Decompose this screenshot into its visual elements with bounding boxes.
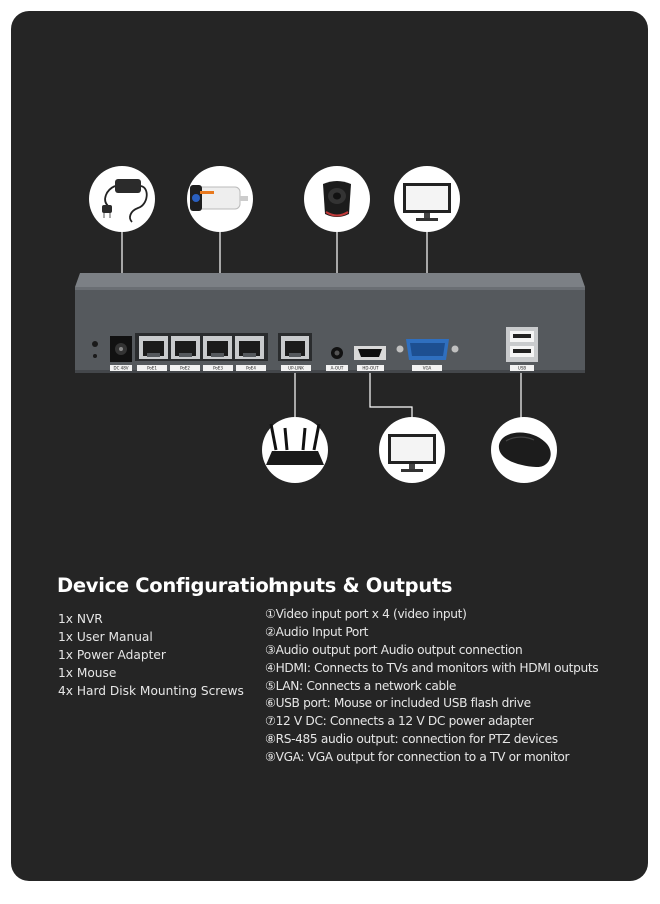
device-configuration-list: 1x NVR 1x User Manual 1x Power Adapter 1… — [58, 611, 244, 700]
list-item: 1x Power Adapter — [58, 647, 166, 662]
list-item: ①Video input port x 4 (video input) — [265, 607, 467, 621]
power-adapter-icon — [89, 166, 155, 232]
vga-label: VGA — [423, 366, 432, 371]
list-item: ③Audio output port Audio output connecti… — [265, 642, 523, 657]
list-item: ⑤LAN: Connects a network cable — [265, 678, 457, 693]
poe-port-3: PoE3 — [203, 336, 233, 371]
list-item: 1x User Manual — [58, 629, 153, 644]
list-item: ②Audio Input Port — [265, 624, 369, 639]
usb-ports: USB — [506, 327, 538, 371]
router-icon — [262, 417, 328, 483]
device-configuration-heading: Device Configuration — [57, 574, 283, 597]
list-item: ⑨VGA: VGA output for connection to a TV … — [265, 750, 570, 765]
monitor-icon — [394, 166, 460, 232]
poe-label-1: PoE1 — [147, 366, 157, 371]
hdmi-port: HD-OUT — [354, 346, 386, 371]
hdmi-label: HD-OUT — [362, 366, 379, 371]
usb-label: USB — [518, 366, 526, 371]
inputs-outputs-heading: Inputs & Outputs — [268, 574, 453, 597]
poe-port-4: PoE4 — [235, 336, 266, 371]
poe-port-2: PoE2 — [170, 336, 200, 371]
audio-out-port: A-OUT — [326, 347, 348, 371]
aout-label: A-OUT — [331, 366, 344, 371]
uplink-port: UP-LINK — [278, 333, 312, 371]
poe-label-4: PoE4 — [246, 366, 256, 371]
poe-port-group: PoE1 PoE2 PoE3 PoE4 — [135, 333, 268, 371]
poe-label-3: PoE3 — [213, 366, 223, 371]
list-item: ⑥USB port: Mouse or included USB flash d… — [265, 696, 531, 711]
bullet-camera-icon — [187, 166, 253, 232]
uplink-label: UP-LINK — [288, 366, 304, 371]
reset-hole — [92, 341, 98, 347]
list-item: 4x Hard Disk Mounting Screws — [58, 683, 244, 698]
dc-power-port: DC 48V — [110, 336, 132, 371]
poe-label-2: PoE2 — [180, 366, 190, 371]
monitor-icon — [379, 417, 445, 483]
dc-label: DC 48V — [114, 366, 129, 371]
list-item: ⑧RS-485 audio output: connection for PTZ… — [265, 732, 558, 747]
list-item: ④HDMI: Connects to TVs and monitors with… — [265, 660, 599, 675]
list-item: 1x NVR — [58, 612, 103, 626]
inputs-outputs-list: ①Video input port x 4 (video input) ②Aud… — [265, 606, 599, 767]
vga-port: VGA — [396, 339, 459, 371]
list-item: 1x Mouse — [58, 665, 117, 680]
list-item: ⑦12 V DC: Connects a 12 V DC power adapt… — [265, 714, 534, 729]
nvr-connection-diagram: DC 48V PoE1 PoE2 PoE3 Po — [75, 166, 585, 483]
nvr-device: DC 48V PoE1 PoE2 PoE3 Po — [75, 273, 585, 373]
poe-port-1: PoE1 — [137, 336, 168, 371]
mouse-icon — [491, 417, 557, 483]
speaker-icon — [304, 166, 370, 232]
